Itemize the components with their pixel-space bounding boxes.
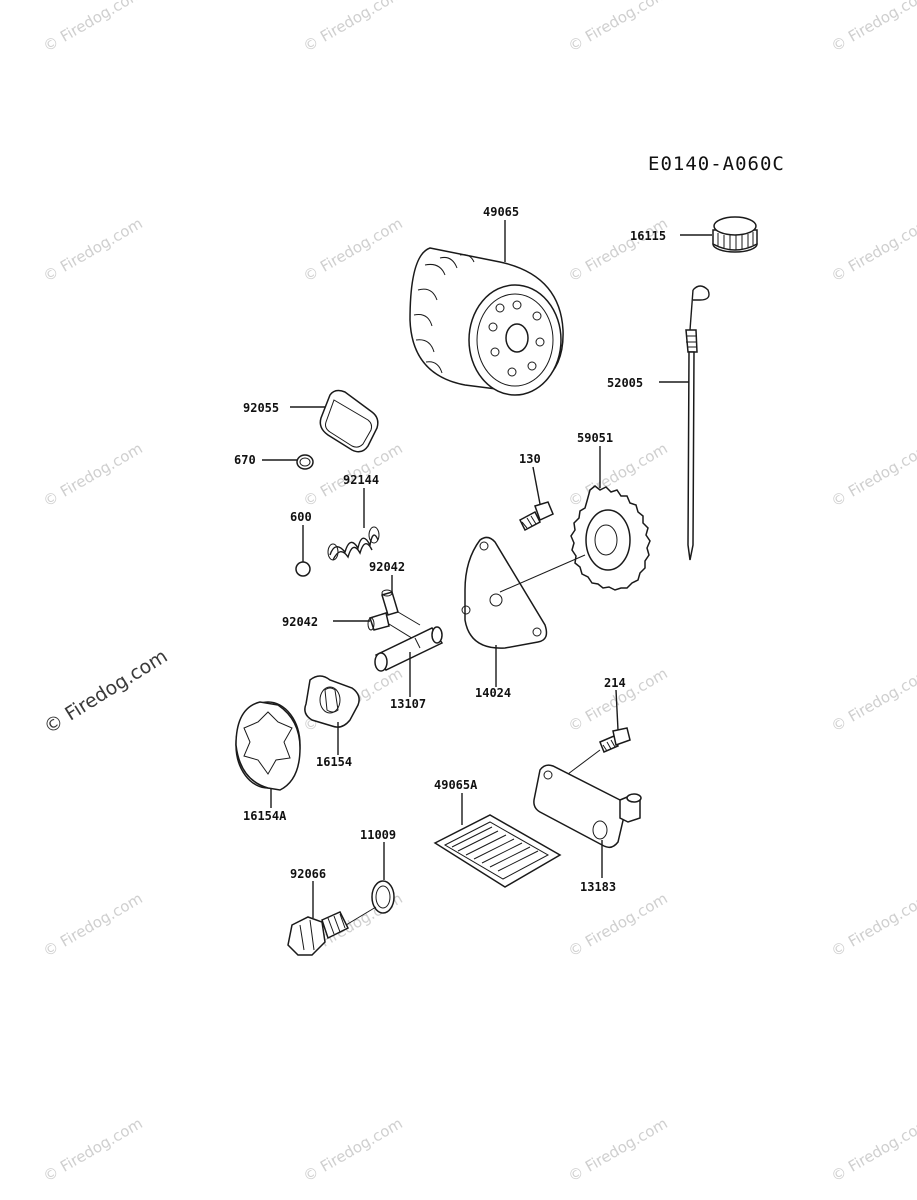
- label-16115: 16115: [630, 229, 666, 243]
- strainer-49065A[interactable]: [433, 793, 562, 888]
- label-11009: 11009: [360, 828, 396, 842]
- label-52005: 52005: [607, 376, 643, 390]
- shaft-13107[interactable]: [374, 626, 444, 697]
- gear-59051[interactable]: [570, 446, 651, 591]
- bolt-214[interactable]: [559, 689, 631, 781]
- spring-92144[interactable]: [327, 488, 380, 561]
- o-ring-670[interactable]: [262, 454, 314, 470]
- oil-filter-49065[interactable]: [409, 220, 564, 396]
- inner-rotor-16154[interactable]: [304, 675, 360, 755]
- label-670: 670: [234, 453, 256, 467]
- gasket-92055[interactable]: [290, 389, 379, 453]
- label-214: 214: [604, 676, 626, 690]
- label-92055: 92055: [243, 401, 279, 415]
- plate-pipe-13183[interactable]: [533, 764, 642, 878]
- label-92066: 92066: [290, 867, 326, 881]
- drain-plug-92066[interactable]: [287, 881, 350, 956]
- dipstick-52005[interactable]: [659, 285, 710, 561]
- ring-washer-11009[interactable]: [345, 842, 395, 926]
- label-13183: 13183: [580, 880, 616, 894]
- label-16154: 16154: [316, 755, 352, 769]
- label-59051: 59051: [577, 431, 613, 445]
- label-14024: 14024: [475, 686, 511, 700]
- oil-cap-16115[interactable]: [680, 216, 758, 253]
- pin-92042-upper[interactable]: [381, 575, 421, 626]
- label-16154A: 16154A: [243, 809, 287, 823]
- bolt-130[interactable]: [519, 466, 554, 532]
- label-13107: 13107: [390, 697, 426, 711]
- outer-rotor-16154A[interactable]: [235, 701, 301, 808]
- pin-92042-lower[interactable]: [333, 612, 416, 641]
- label-600: 600: [290, 510, 312, 524]
- diagram-code: E0140-A060C: [648, 153, 785, 175]
- label-92144: 92144: [343, 473, 379, 487]
- ball-600[interactable]: [295, 525, 311, 577]
- pump-cover-14024[interactable]: [461, 536, 586, 687]
- label-92042-upper: 92042: [369, 560, 405, 574]
- label-49065A: 49065A: [434, 778, 478, 792]
- label-49065: 49065: [483, 205, 519, 219]
- label-92042-lower: 92042: [282, 615, 318, 629]
- label-130: 130: [519, 452, 541, 466]
